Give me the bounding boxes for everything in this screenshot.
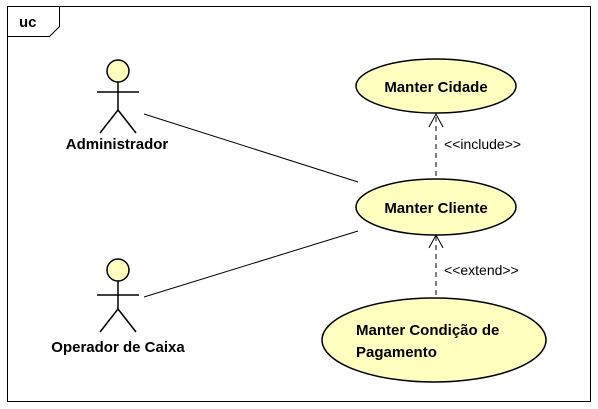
include-label: <<include>> bbox=[444, 136, 521, 152]
extend-label: <<extend>> bbox=[444, 262, 519, 278]
actor-operador-de-caixa[interactable]: Operador de Caixa bbox=[51, 258, 185, 356]
usecase-manter-cliente[interactable]: Manter Cliente bbox=[355, 178, 517, 236]
usecase-label-manter-cidade: Manter Cidade bbox=[384, 79, 487, 96]
actor-label-administrador: Administrador bbox=[66, 136, 169, 153]
frame-tab bbox=[7, 6, 60, 37]
actor-left-leg bbox=[99, 109, 119, 134]
association-operador-cliente bbox=[143, 230, 359, 298]
actor-left-leg bbox=[99, 308, 119, 333]
usecase-ellipse bbox=[321, 297, 547, 383]
usecase-ellipse bbox=[355, 178, 517, 236]
actor-head bbox=[106, 59, 130, 83]
usecase-label-line-1: Manter Condição de bbox=[356, 322, 499, 339]
usecase-manter-condicao-de-pagamento[interactable]: Manter Condição de Pagamento bbox=[321, 297, 547, 383]
usecase-manter-cidade[interactable]: Manter Cidade bbox=[355, 58, 517, 114]
actor-administrador[interactable]: Administrador bbox=[66, 59, 169, 153]
usecase-ellipse bbox=[355, 58, 517, 114]
actor-head bbox=[106, 258, 130, 282]
usecase-label-manter-cliente: Manter Cliente bbox=[384, 200, 487, 217]
actor-right-leg bbox=[117, 308, 137, 333]
include-arrowhead bbox=[428, 112, 444, 128]
usecase-label-line-2: Pagamento bbox=[356, 344, 437, 361]
actor-right-leg bbox=[117, 109, 137, 134]
association-administrador-cliente bbox=[143, 113, 359, 183]
actor-label-operador-de-caixa: Operador de Caixa bbox=[51, 339, 185, 356]
frame-label: uc bbox=[19, 14, 37, 31]
